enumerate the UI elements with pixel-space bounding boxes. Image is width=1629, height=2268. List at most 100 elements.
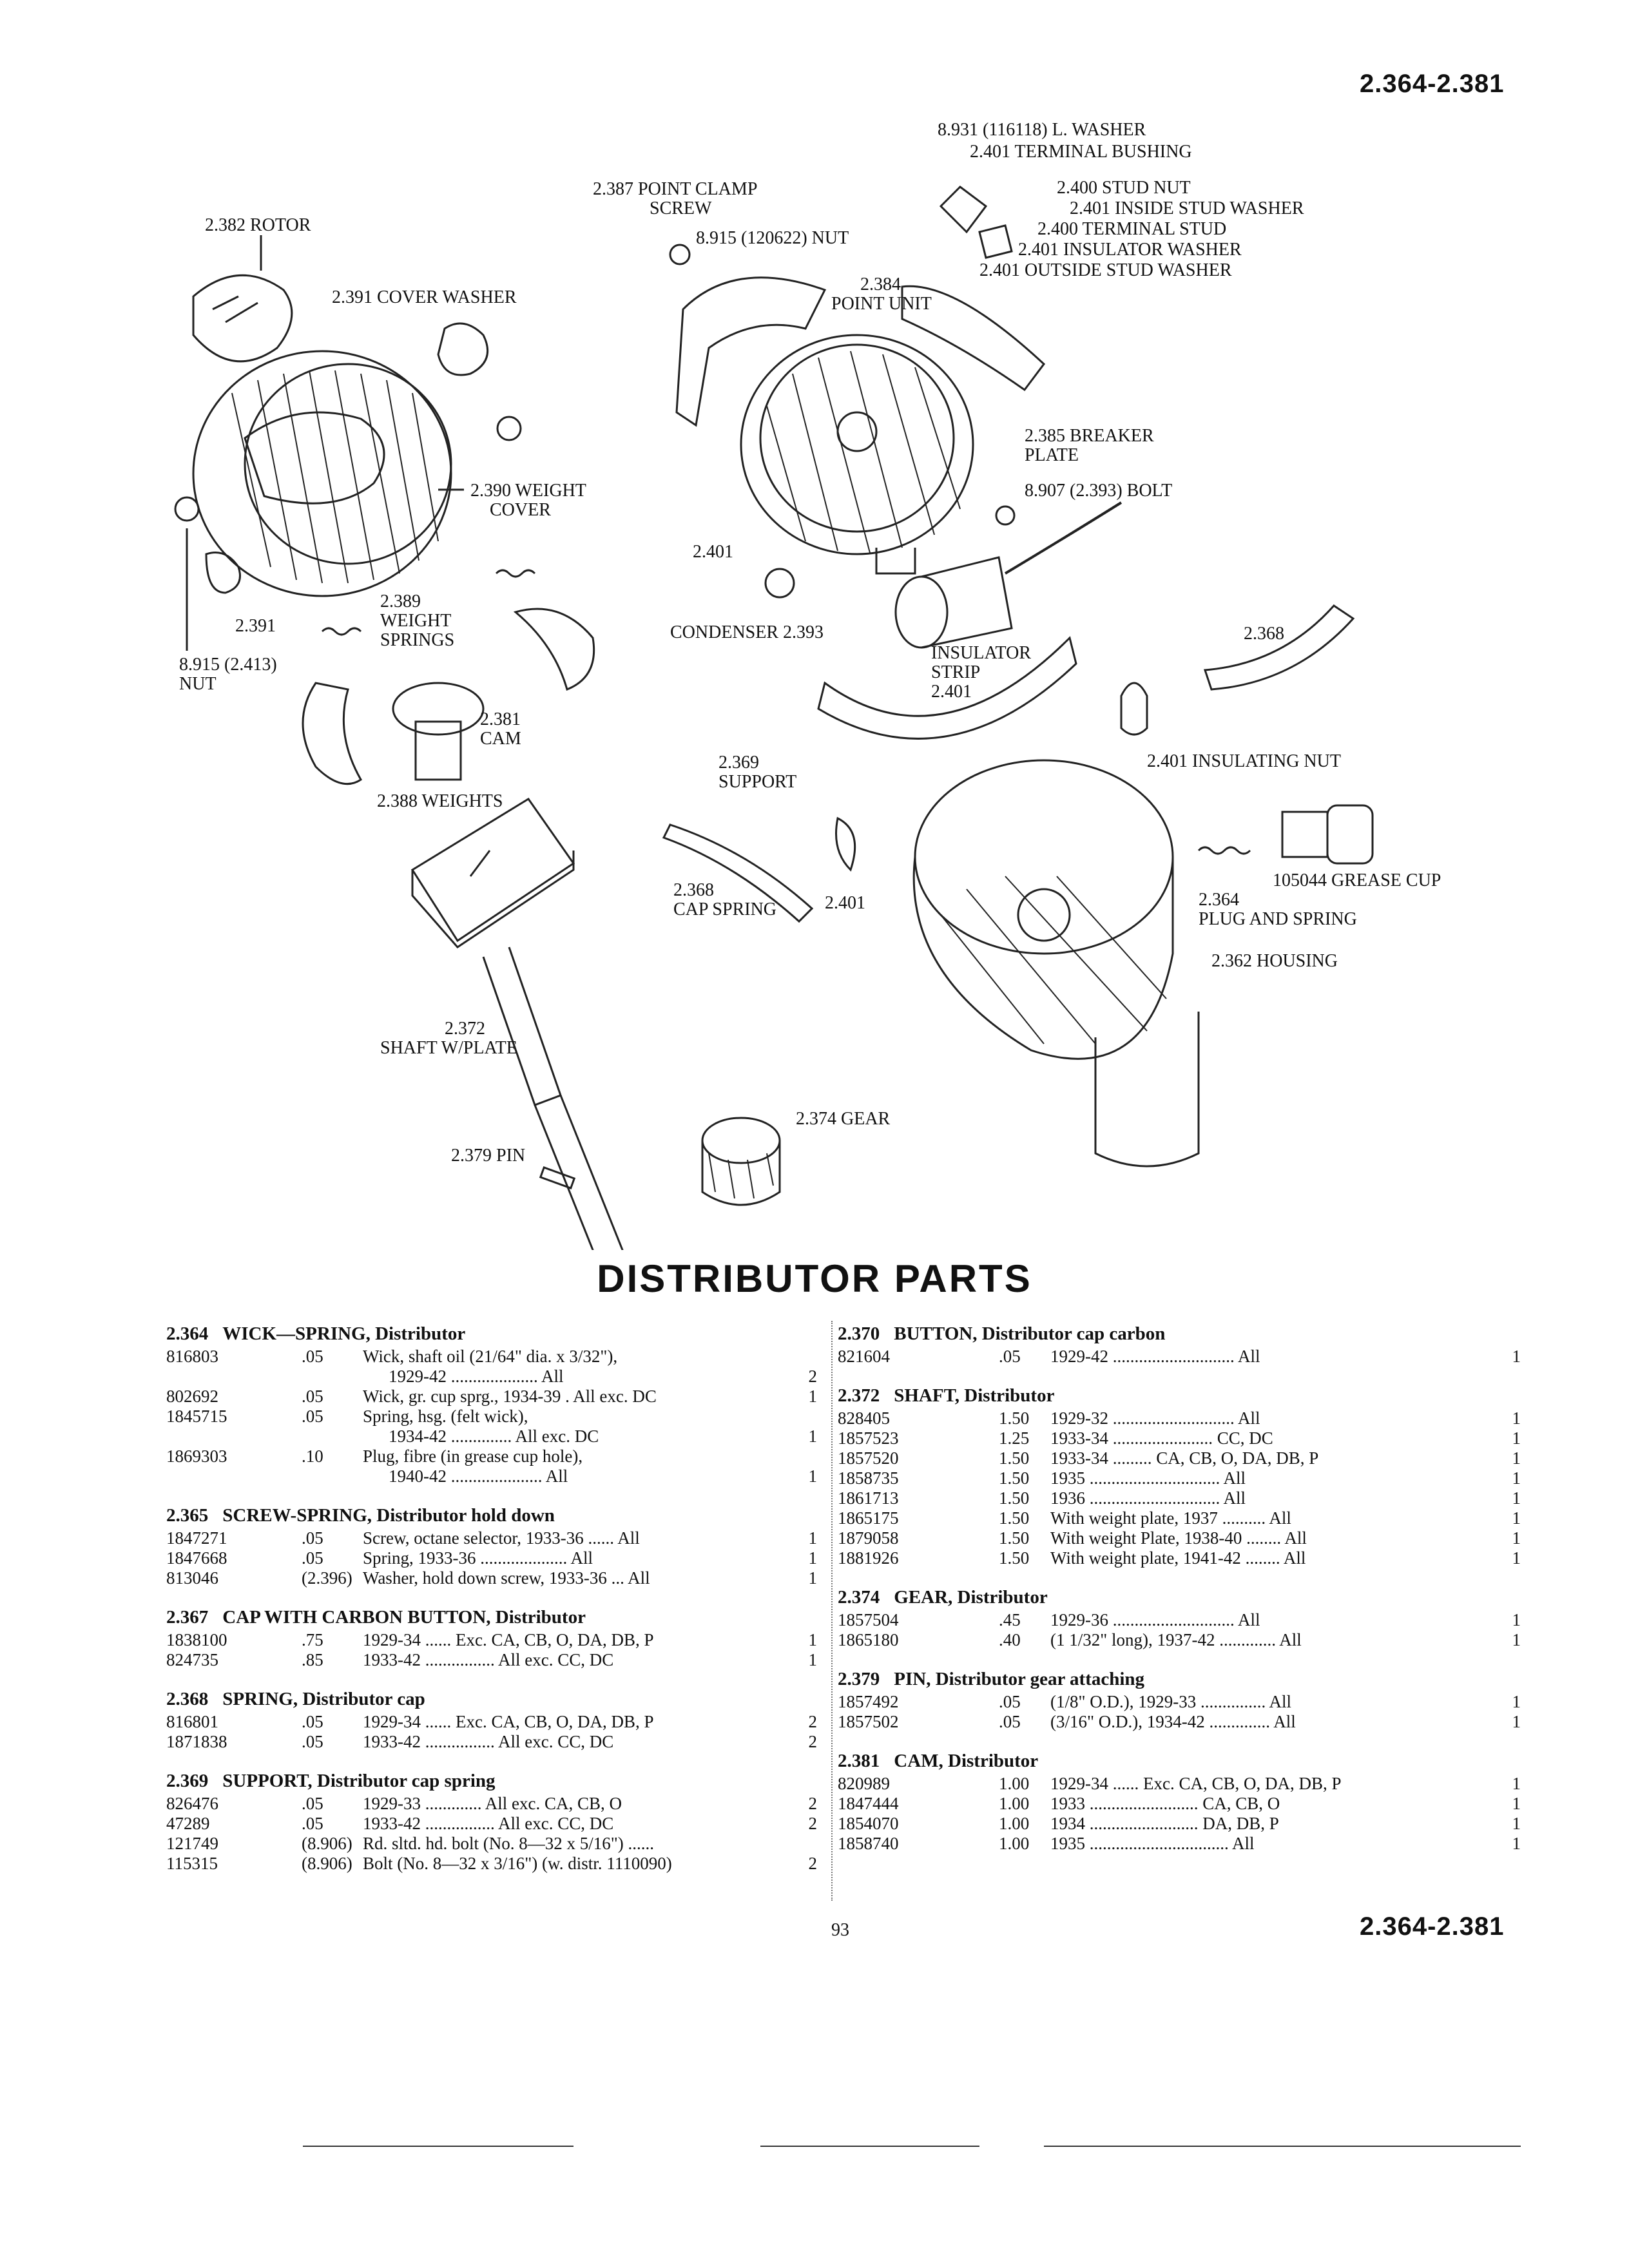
cap-spring-drawing: [662, 823, 814, 923]
part-number: 1847444: [838, 1794, 899, 1813]
label-insulator-strip-2: STRIP: [931, 662, 980, 682]
page-number: 93: [831, 1920, 849, 1940]
description: 1929-34 ...... Exc. CA, CB, O, DA, DB, P: [363, 1630, 654, 1649]
description: 1929-42 ............................ All: [1050, 1347, 1260, 1366]
part-number: 1881926: [838, 1548, 899, 1568]
quantity: 1: [1512, 1814, 1521, 1833]
grease-cup-drawing: [1281, 804, 1374, 865]
part-number: 1865180: [838, 1630, 899, 1649]
label-cap-spring: 2.368: [673, 880, 714, 900]
part-row: 1857492.05(1/8" O.D.), 1929-33 .........…: [838, 1692, 1521, 1712]
pin-drawing: [539, 1166, 576, 1189]
description: (3/16" O.D.), 1934-42 .............. All: [1050, 1712, 1296, 1731]
label-point-unit: 2.384: [860, 274, 901, 294]
quantity: 1: [1512, 1347, 1521, 1366]
part-row: 121749(8.906)Rd. sltd. hd. bolt (No. 8—3…: [166, 1834, 827, 1854]
label-l-washer: 8.931 (116118) L. WASHER: [938, 120, 1146, 140]
quantity: 1: [1512, 1488, 1521, 1508]
description: 1929-32 ............................ All: [1050, 1408, 1260, 1428]
description: Washer, hold down screw, 1933-36 ... All: [363, 1568, 650, 1588]
label-stud-nut: 2.400 STUD NUT: [1057, 178, 1191, 198]
price: .10: [302, 1446, 323, 1466]
part-number: 121749: [166, 1834, 218, 1853]
insulator-strip-drawing: [817, 636, 1077, 740]
point-unit-drawing: [675, 276, 1046, 427]
label-grease-cup: 105044 GREASE CUP: [1273, 870, 1441, 890]
quantity: 1: [808, 1387, 818, 1406]
description: 1933-34 ....................... CC, DC: [1050, 1428, 1273, 1448]
quantity: 1: [808, 1528, 818, 1548]
part-number: 1854070: [838, 1814, 899, 1833]
description: 1936 .............................. All: [1050, 1488, 1246, 1508]
description: 1929-36 ............................ All: [1050, 1610, 1260, 1629]
description: Bolt (No. 8—32 x 3/16") (w. distr. 11100…: [363, 1854, 672, 1873]
price: .40: [999, 1630, 1021, 1649]
section-code: 2.367: [166, 1607, 209, 1628]
label-outside-stud-washer: 2.401 OUTSIDE STUD WASHER: [979, 260, 1232, 280]
label-insulator-strip-3: 2.401: [931, 682, 972, 702]
price: .05: [302, 1347, 323, 1366]
quantity: 1: [1512, 1692, 1521, 1711]
price: .05: [302, 1794, 323, 1813]
part-number: 824735: [166, 1650, 218, 1669]
parts-section: 2.367 CAP WITH CARBON BUTTON, Distributor…: [166, 1608, 827, 1670]
part-number: 1861713: [838, 1488, 899, 1508]
part-number: 1857502: [838, 1712, 899, 1731]
part-number: 816803: [166, 1347, 218, 1366]
section-name: WICK—SPRING, Distributor: [222, 1323, 466, 1344]
section-name: SHAFT, Distributor: [894, 1385, 1055, 1406]
part-number: 1865175: [838, 1508, 899, 1528]
section-code: 2.374: [838, 1587, 880, 1608]
label-plug-spring: 2.364: [1199, 890, 1239, 910]
label-bolt: 8.907 (2.393) BOLT: [1025, 481, 1172, 501]
part-number: 1869303: [166, 1446, 227, 1466]
price: 1.50: [999, 1508, 1030, 1528]
quantity: 1: [1512, 1834, 1521, 1853]
part-number: 1847271: [166, 1528, 227, 1548]
rotor-drawing: [192, 274, 293, 363]
label-weight-springs-3: SPRINGS: [380, 630, 454, 650]
section-name: CAP WITH CARBON BUTTON, Distributor: [222, 1607, 586, 1628]
price: 1.50: [999, 1448, 1030, 1468]
label-point-clamp-screw: 2.387 POINT CLAMP: [593, 179, 757, 199]
part-row: 115315(8.906)Bolt (No. 8—32 x 3/16") (w.…: [166, 1854, 827, 1874]
label-plug-spring-2: PLUG AND SPRING: [1199, 909, 1357, 929]
description: With weight plate, 1937 .......... All: [1050, 1508, 1291, 1528]
label-support-2: SUPPORT: [718, 772, 796, 792]
label-washer-2391: 2.391: [235, 616, 276, 636]
section-code: 2.381: [838, 1751, 880, 1771]
column-divider: [831, 1321, 833, 1901]
label-weight-springs-2: WEIGHT: [380, 611, 451, 631]
description: 1940-42 ..................... All: [389, 1466, 568, 1486]
part-number: 1857504: [838, 1610, 899, 1629]
shaft-drawing: [410, 797, 624, 1250]
part-number: 115315: [166, 1854, 218, 1873]
price: 1.25: [999, 1428, 1030, 1448]
part-row: 1865175 1.50 With weight plate, 1937 .....…: [838, 1508, 1521, 1528]
description: 1933-34 ......... CA, CB, O, DA, DB, P: [1050, 1448, 1319, 1468]
label-nut-2413-2: NUT: [179, 674, 217, 694]
description: 1935 .............................. All: [1050, 1468, 1246, 1488]
quantity: 2: [808, 1814, 818, 1833]
quantity: 1: [1512, 1712, 1521, 1731]
price: .05: [302, 1528, 323, 1548]
quantity: 1: [808, 1427, 818, 1446]
label-cam-2: CAM: [480, 729, 521, 749]
label-weight-springs: 2.389: [380, 591, 421, 611]
label-pin: 2.379 PIN: [451, 1146, 525, 1166]
